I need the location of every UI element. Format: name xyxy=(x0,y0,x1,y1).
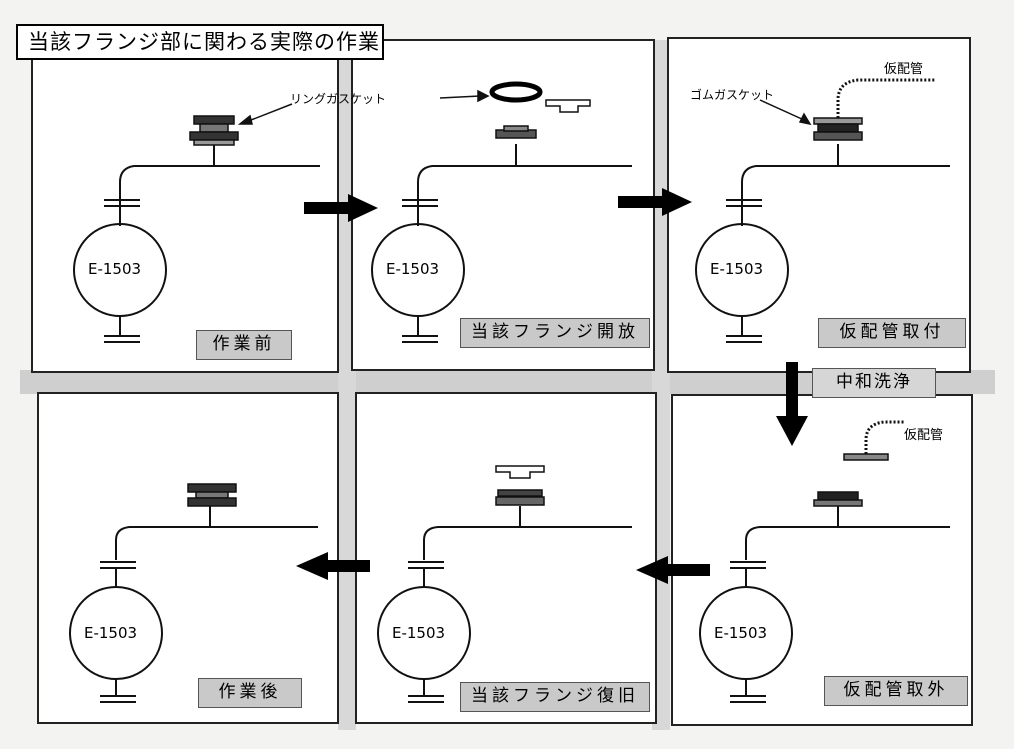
step-tag-3: 仮配管取付 xyxy=(818,318,966,348)
vessel-drawing-3 xyxy=(695,144,950,343)
ring-gasket-label: リングガスケット xyxy=(290,92,387,106)
vessel-label-1: E-1503 xyxy=(88,260,142,278)
rubber-gasket-pointer-head xyxy=(798,112,812,126)
panel-4-frame xyxy=(37,392,339,724)
step-tag-2: 当該フランジ開放 xyxy=(460,318,650,348)
step-tag-4: 作業後 xyxy=(198,678,302,708)
rubber-gasket-label: ゴムガスケット xyxy=(690,88,775,102)
flange-restored-4 xyxy=(187,483,237,507)
arrow-step-5-to-4 xyxy=(296,552,370,580)
panel-5-frame xyxy=(355,392,657,724)
arrow-step-1-to-2 xyxy=(304,194,378,222)
flange-open-2 xyxy=(489,81,591,139)
vessel-drawing-1 xyxy=(73,144,320,343)
step-tag-6: 仮配管取外 xyxy=(824,676,968,706)
temp-piping-label-bottom: 仮配管 xyxy=(904,428,944,443)
temp-piping-label-top: 仮配管 xyxy=(884,62,924,77)
panel-3-frame xyxy=(667,37,971,373)
vessel-drawing-4 xyxy=(69,506,318,703)
step-tag-1: 作業前 xyxy=(196,330,292,360)
flange-temp-3 xyxy=(813,78,935,141)
ring-gasket-pointer-left xyxy=(245,103,293,123)
step-tag-5: 当該フランジ復旧 xyxy=(460,682,650,712)
arrow-step-2-to-3 xyxy=(618,188,692,216)
flange-removed-6 xyxy=(813,420,905,507)
ring-gasket-pointer-right xyxy=(439,95,481,99)
flange-restoring-5 xyxy=(495,465,545,506)
flange-assembly-1 xyxy=(189,115,239,146)
neutral-wash-tag: 中和洗浄 xyxy=(812,368,936,398)
page-title: 当該フランジ部に関わる実際の作業 xyxy=(16,24,384,60)
vessel-label-2: E-1503 xyxy=(386,260,440,278)
rubber-gasket-pointer xyxy=(759,99,805,121)
arrow-step-6-to-5 xyxy=(636,556,710,584)
ring-gasket-pointer-right-head xyxy=(477,89,490,103)
vessel-label-4: E-1503 xyxy=(84,624,138,642)
vessel-label-6: E-1503 xyxy=(714,624,768,642)
panel-6-frame xyxy=(671,394,973,726)
vessel-label-3: E-1503 xyxy=(710,260,764,278)
vessel-drawing-2 xyxy=(371,144,632,343)
arrow-step-3-to-6-down xyxy=(776,362,808,446)
ring-gasket-pointer-left-head xyxy=(237,114,253,125)
vessel-drawing-5 xyxy=(377,506,632,703)
vessel-drawing-6 xyxy=(699,506,950,703)
vessel-label-5: E-1503 xyxy=(392,624,446,642)
